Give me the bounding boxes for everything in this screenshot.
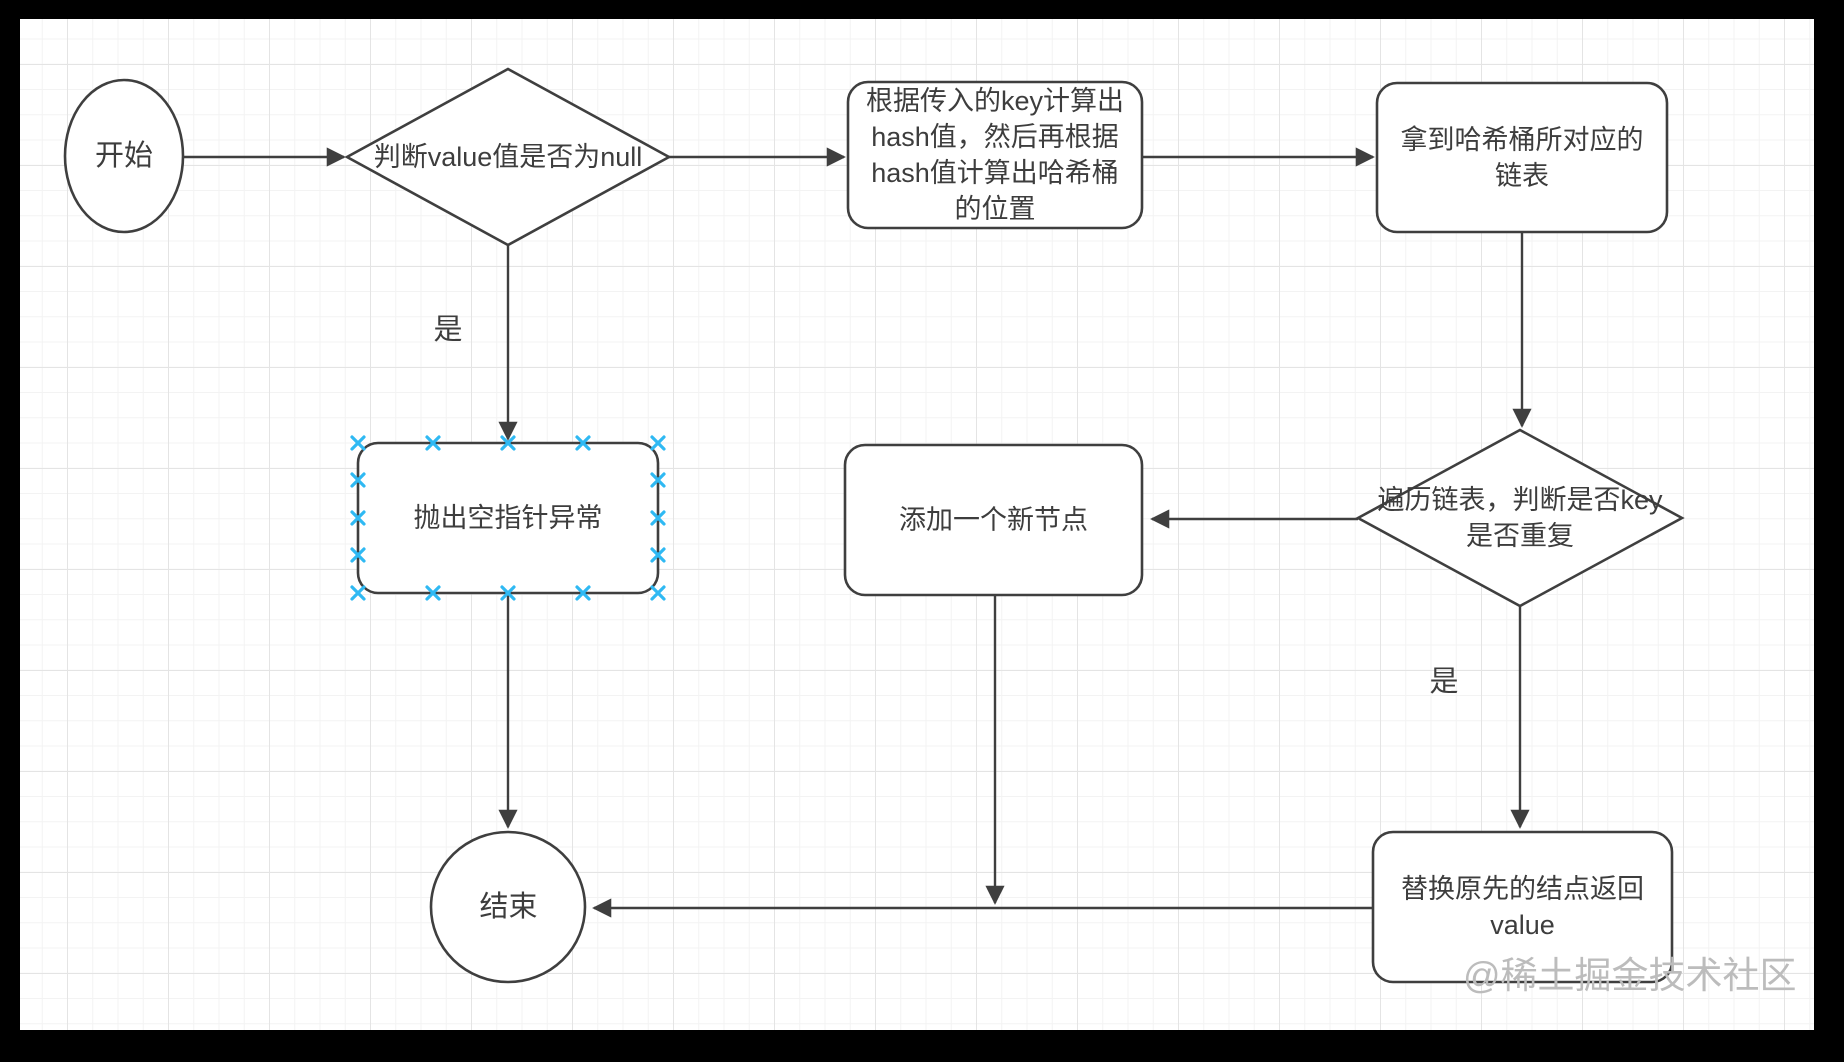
- throw-npe-label: 抛出空指针异常: [358, 443, 658, 593]
- label-line: 抛出空指针异常: [413, 503, 603, 533]
- label-line: 遍历链表，判断是否key: [1377, 485, 1663, 515]
- add-node-label: 添加一个新节点: [845, 445, 1142, 595]
- label-line: value: [1490, 910, 1555, 940]
- calc-hash-label: 根据传入的key计算出 hash值，然后再根据 hash值计算出哈希桶 的位置: [848, 82, 1142, 228]
- label-line: hash值计算出哈希桶: [871, 158, 1119, 188]
- label-line: 链表: [1495, 160, 1549, 191]
- start-node[interactable]: [63, 78, 185, 234]
- end-node-label: 结束: [432, 832, 585, 982]
- label-line: 根据传入的key计算出: [865, 86, 1125, 116]
- edge-label-yes-replace: 是: [1429, 666, 1459, 698]
- get-bucket-label: 拿到哈希桶所对应的 链表: [1377, 83, 1667, 232]
- label-line: 判断value值是否为null: [373, 142, 643, 172]
- check-null-label: 判断value值是否为null: [347, 69, 669, 245]
- edge-label-yes-npe: 是: [433, 314, 463, 346]
- replace-node-process[interactable]: [1371, 830, 1674, 984]
- calc-hash-process[interactable]: [846, 80, 1144, 230]
- end-node[interactable]: [429, 830, 587, 984]
- check-null-decision[interactable]: [344, 67, 672, 247]
- label-line: 是否重复: [1466, 521, 1574, 551]
- label-line: hash值，然后再根据: [871, 122, 1119, 152]
- label-line: 拿到哈希桶所对应的: [1400, 124, 1644, 155]
- label-line: 替换原先的结点返回: [1401, 874, 1644, 904]
- label-line: 结束: [479, 891, 538, 923]
- replace-node-label: 替换原先的结点返回 value: [1373, 832, 1672, 982]
- label-line: 的位置: [954, 194, 1036, 224]
- diagram-canvas[interactable]: 开始 判断value值是否为null 根据传入的key计算出 hash值，然后再…: [20, 19, 1814, 1030]
- add-node-process[interactable]: [843, 443, 1144, 597]
- label-line: 开始: [94, 140, 153, 172]
- flowchart-svg: [63, 67, 1685, 984]
- start-node-label: 开始: [65, 80, 183, 232]
- traverse-label: 遍历链表，判断是否key 是否重复: [1358, 430, 1682, 606]
- get-bucket-process[interactable]: [1375, 81, 1669, 234]
- traverse-decision[interactable]: [1355, 428, 1685, 608]
- label-line: 添加一个新节点: [899, 505, 1088, 535]
- juejin-watermark: @稀土掘金技术社区: [1463, 955, 1797, 996]
